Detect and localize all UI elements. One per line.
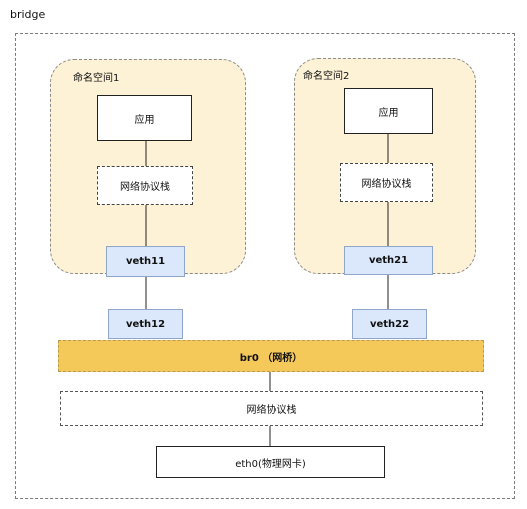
namespace-2-network-stack-box: 网络协议栈 <box>340 163 433 202</box>
namespace-1-network-stack-box: 网络协议栈 <box>97 166 193 205</box>
veth22-box: veth22 <box>352 309 427 339</box>
host-network-stack-box: 网络协议栈 <box>60 391 483 426</box>
namespace-1-app-box: 应用 <box>97 95 192 141</box>
veth21-box: veth21 <box>344 246 433 275</box>
veth12-box: veth12 <box>108 309 183 339</box>
namespace-2-label: 命名空间2 <box>303 71 350 82</box>
namespace-1-label: 命名空间1 <box>73 73 120 84</box>
eth0-physical-nic-box: eth0(物理网卡) <box>156 446 385 478</box>
namespace-2-app-box: 应用 <box>344 88 433 134</box>
diagram-title: bridge <box>10 8 46 21</box>
br0-bridge-bar: br0 （网桥） <box>58 340 484 372</box>
veth11-box: veth11 <box>106 246 185 277</box>
bridge-boundary <box>15 33 515 499</box>
